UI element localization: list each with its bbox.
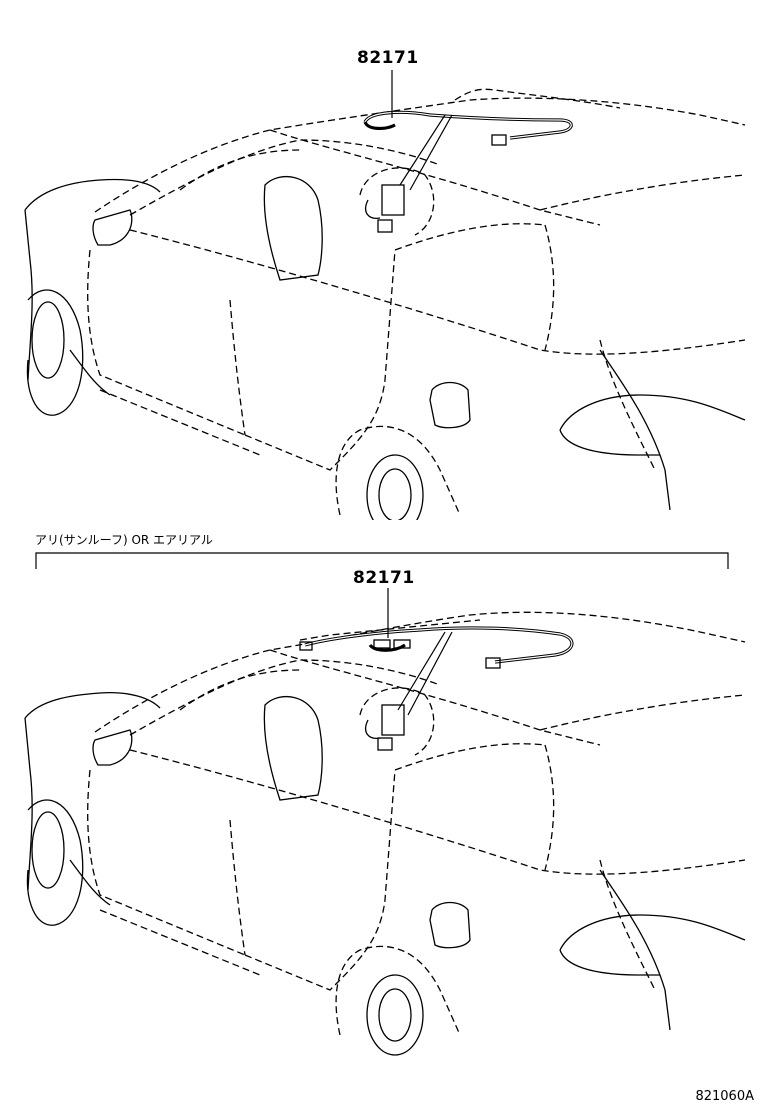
part-number-callout-bottom: 82171 xyxy=(353,568,415,588)
vehicle-outline xyxy=(24,88,746,520)
variant-label: アリ(サンルーフ) OR エアリアル xyxy=(35,533,213,547)
variant-bracket xyxy=(35,552,729,569)
antenna-cord-assembly xyxy=(299,626,574,756)
diagram-code: 821060A xyxy=(695,1089,754,1104)
vehicle-illustration-bottom xyxy=(24,588,746,1056)
part-number-callout-top: 82171 xyxy=(357,48,419,68)
vehicle-outline xyxy=(24,611,746,1056)
antenna-cord-assembly xyxy=(359,110,573,236)
vehicle-illustration-top xyxy=(24,70,746,520)
